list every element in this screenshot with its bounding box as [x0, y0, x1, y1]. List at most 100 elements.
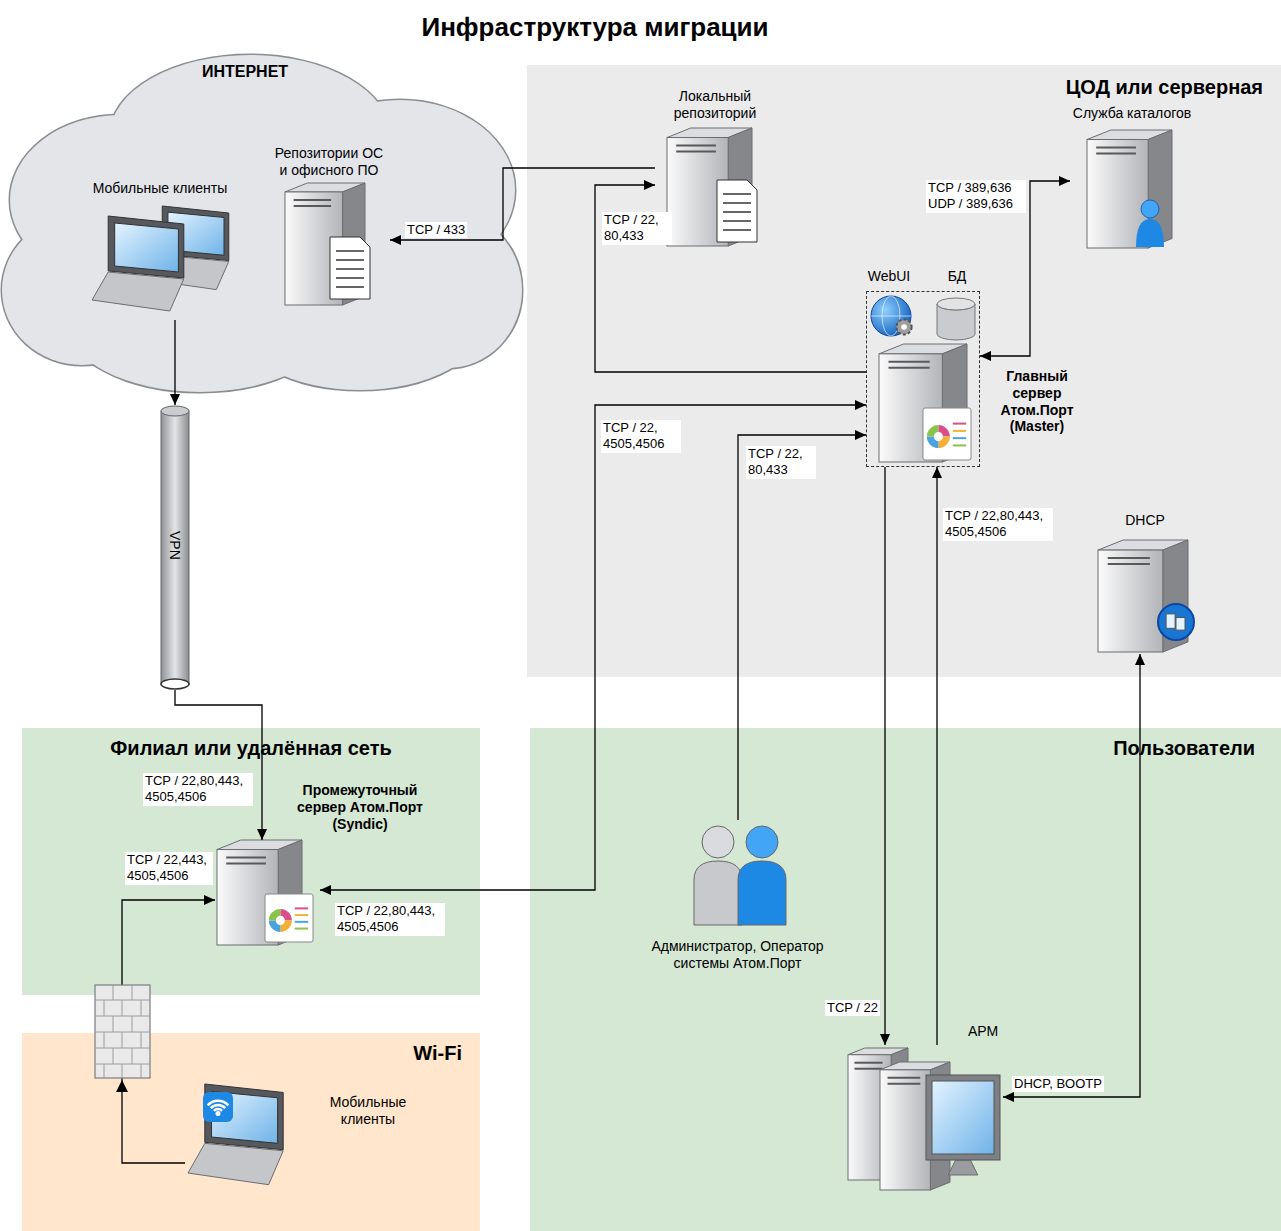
icon-part	[161, 679, 189, 689]
icon-part	[1096, 147, 1136, 149]
icon-part	[888, 1083, 921, 1085]
icon-part	[932, 1081, 994, 1154]
icon-part	[937, 298, 975, 310]
os-repository-server: Репозитории ОС и офисного ПО	[268, 145, 390, 310]
icon-part	[871, 316, 911, 317]
wifi-zone: Wi-FiМобильные клиенты	[22, 1033, 480, 1231]
branch-zone: Филиал или удалённая сетьПромежуточный с…	[22, 728, 480, 995]
datacenter-zone: ЦОД или сервернаяЛокальный репозиторийСл…	[527, 65, 1281, 677]
icon-part	[1141, 200, 1159, 218]
icon-part	[336, 286, 364, 288]
icon-part	[723, 211, 751, 213]
icon-part	[214, 1109, 222, 1111]
node-label: Администратор, Оператор системы Атом.Пор…	[630, 938, 845, 972]
icon-part	[938, 425, 950, 437]
icon-part	[269, 920, 281, 932]
workstations-icon	[848, 1045, 1003, 1193]
syndic-server-icon	[215, 840, 320, 945]
icon-part	[723, 202, 751, 204]
master-server-icon	[867, 292, 981, 468]
icon-part	[953, 437, 966, 439]
icon-part	[1166, 614, 1175, 628]
icon-part	[889, 361, 930, 363]
node-label: Мобильные клиенты	[313, 1094, 423, 1128]
icon-part	[226, 857, 266, 859]
icon-part	[35, 125, 485, 355]
syndic-server: Промежуточный сервер Атом.Порт (Syndic)	[215, 840, 320, 945]
cloud-outline	[2, 55, 522, 392]
icon-part	[896, 319, 911, 334]
node-label: АРМ	[960, 1023, 1006, 1040]
icon-part	[888, 1077, 921, 1079]
icon-part	[738, 861, 786, 925]
icon-part	[694, 861, 742, 925]
mobile-clients-icon	[60, 180, 260, 320]
icon-part	[188, 1143, 283, 1184]
icon-part	[938, 437, 950, 449]
icon-part	[1158, 604, 1194, 640]
node-label: БД	[935, 268, 979, 285]
node-label: ИНТЕРНЕТ	[170, 62, 320, 81]
master-server: WebUIБДГлавный сервер Атом.Порт (Master)	[866, 291, 980, 467]
icon-part	[1108, 557, 1150, 559]
directory-service-icon	[1070, 105, 1195, 248]
icon-part	[880, 1070, 930, 1190]
icon-part	[723, 220, 751, 222]
icon-part	[108, 216, 184, 278]
internet-cloud: ИНТЕРНЕТМобильные клиентыРепозитории ОС …	[0, 50, 525, 405]
cloud-fill	[2, 55, 522, 392]
workstations: АРМ	[848, 1045, 1003, 1193]
icon-part	[717, 180, 757, 242]
icon-part	[336, 268, 364, 270]
icon-part	[901, 324, 907, 330]
icon-part	[746, 826, 778, 858]
icon-part	[723, 229, 751, 231]
connector	[884, 467, 885, 1045]
icon-part	[889, 367, 930, 369]
diagram-title: Инфраструктура миграции	[295, 12, 895, 43]
icon-part	[953, 423, 966, 425]
icon-part	[871, 296, 911, 336]
dhcp-server-icon	[1090, 512, 1200, 654]
icon-part	[336, 277, 364, 279]
icon-part	[35, 125, 485, 355]
icon-part	[1096, 153, 1136, 155]
directory-service: Служба каталогов	[1070, 105, 1195, 248]
icon-part	[1098, 550, 1163, 652]
icon-part	[1176, 618, 1185, 631]
icon-part	[1108, 563, 1150, 565]
users-zone: ПользователиАдминистратор, Оператор сист…	[530, 728, 1281, 1231]
icon-part	[161, 411, 189, 684]
icon-part	[927, 437, 939, 449]
icon-part	[953, 430, 966, 432]
zone-title: Филиал или удалённая сеть	[22, 736, 480, 760]
icon-part	[953, 444, 966, 446]
icon-part	[676, 145, 716, 147]
node-label: Локальный репозиторий	[655, 88, 775, 122]
icon-part	[295, 914, 308, 916]
zone-title: ЦОД или серверная	[1001, 75, 1263, 99]
icon-part	[269, 909, 281, 921]
icon-part	[280, 920, 292, 932]
node-label: DHCP	[1090, 512, 1200, 529]
connector	[174, 320, 175, 405]
icon-part	[208, 1101, 229, 1106]
connector	[936, 467, 937, 1045]
node-label: WebUI	[859, 268, 919, 285]
icon-part	[295, 907, 308, 909]
icon-part	[295, 921, 308, 923]
icon-part	[92, 272, 184, 311]
icon-part	[854, 1068, 882, 1070]
icon-part	[265, 894, 313, 942]
node-label: Главный сервер Атом.Порт (Master)	[989, 368, 1085, 435]
icon-part	[330, 237, 370, 299]
node-label: VPN	[167, 505, 184, 585]
node-label: Служба каталогов	[1062, 105, 1202, 122]
icon-part	[676, 151, 716, 153]
icon-part	[295, 928, 308, 930]
zone-title: Wi-Fi	[352, 1041, 462, 1065]
icon-part	[294, 199, 331, 201]
operators: Администратор, Оператор системы Атом.Пор…	[630, 820, 845, 970]
icon-part	[702, 826, 734, 858]
